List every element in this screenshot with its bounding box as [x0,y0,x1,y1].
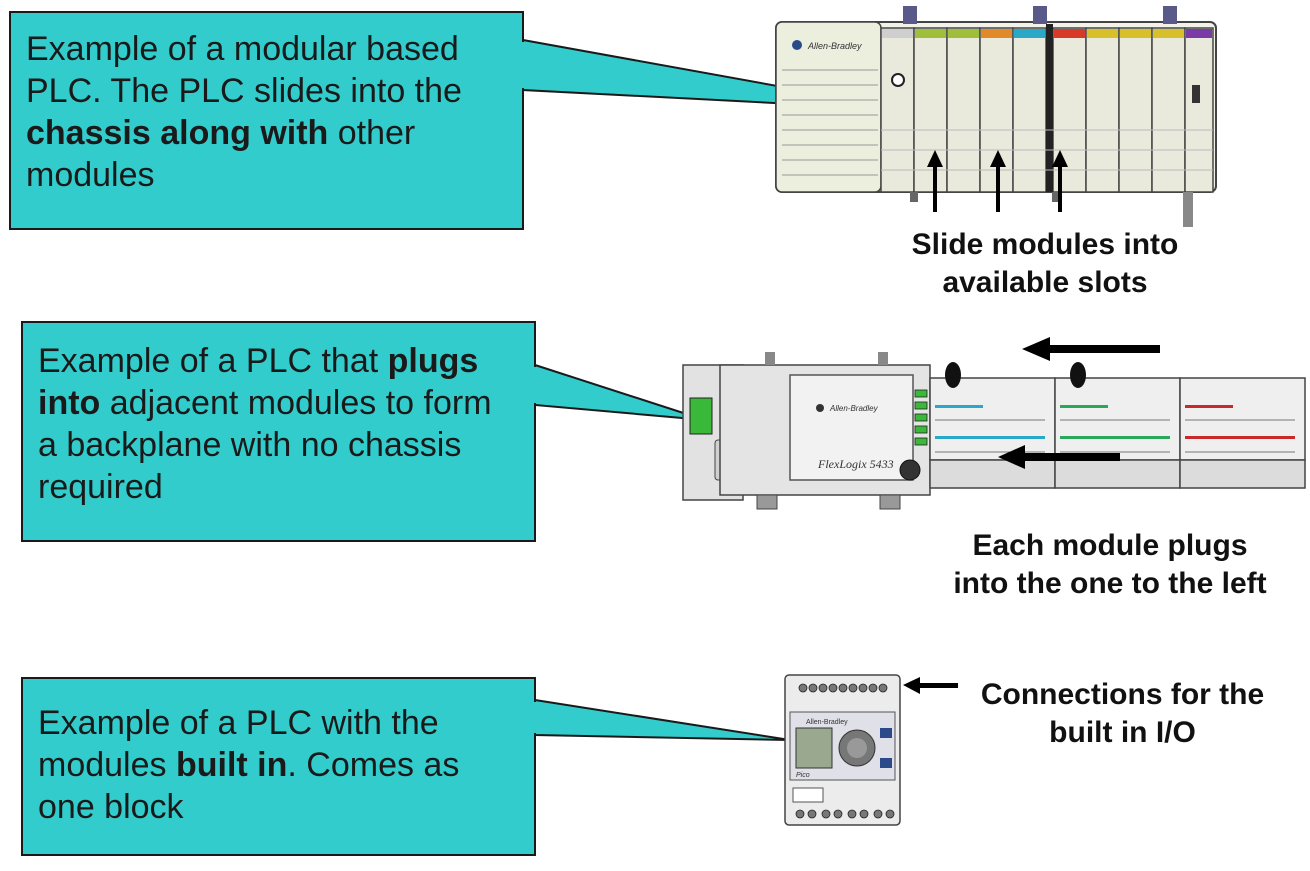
caption-each-module-plugs: Each module plugs into the one to the le… [953,529,1267,600]
caption-builtin-io: Connections for the built in I/O [980,678,1265,749]
flex-brand: Allen-Bradley [829,404,879,413]
arrow-up-icon [927,150,943,212]
arrow-left-icon [1022,337,1160,361]
chassis-brand: Allen-Bradley [807,41,862,51]
arrow-up-icon [1052,150,1068,212]
flexlogix-controller: Allen-Bradley FlexLogix 5433 [682,352,1306,510]
pico-brand: Allen-Bradley [806,719,848,726]
flexlogix-label: FlexLogix 5433 [817,457,894,471]
callout-builtin-text: Example of a PLC with the modules built … [38,704,460,826]
callout-modular-text: Example of a modular based PLC. The PLC … [26,30,462,194]
arrow-left-icon [998,445,1120,469]
callout-plugin-plc [21,321,706,542]
callout-plugin-text: Example of a PLC that plugs into adjacen… [38,342,492,506]
callout-builtin-plc [21,677,791,856]
arrow-left-icon [903,677,958,694]
pico-controller: Allen-Bradley Pico [784,674,901,826]
caption-slide-modules: Slide modules into available slots [911,228,1179,299]
arrow-up-icon [990,150,1006,212]
controllogix-chassis: Allen-Bradley [775,6,1217,227]
pico-model: Pico [796,772,810,779]
